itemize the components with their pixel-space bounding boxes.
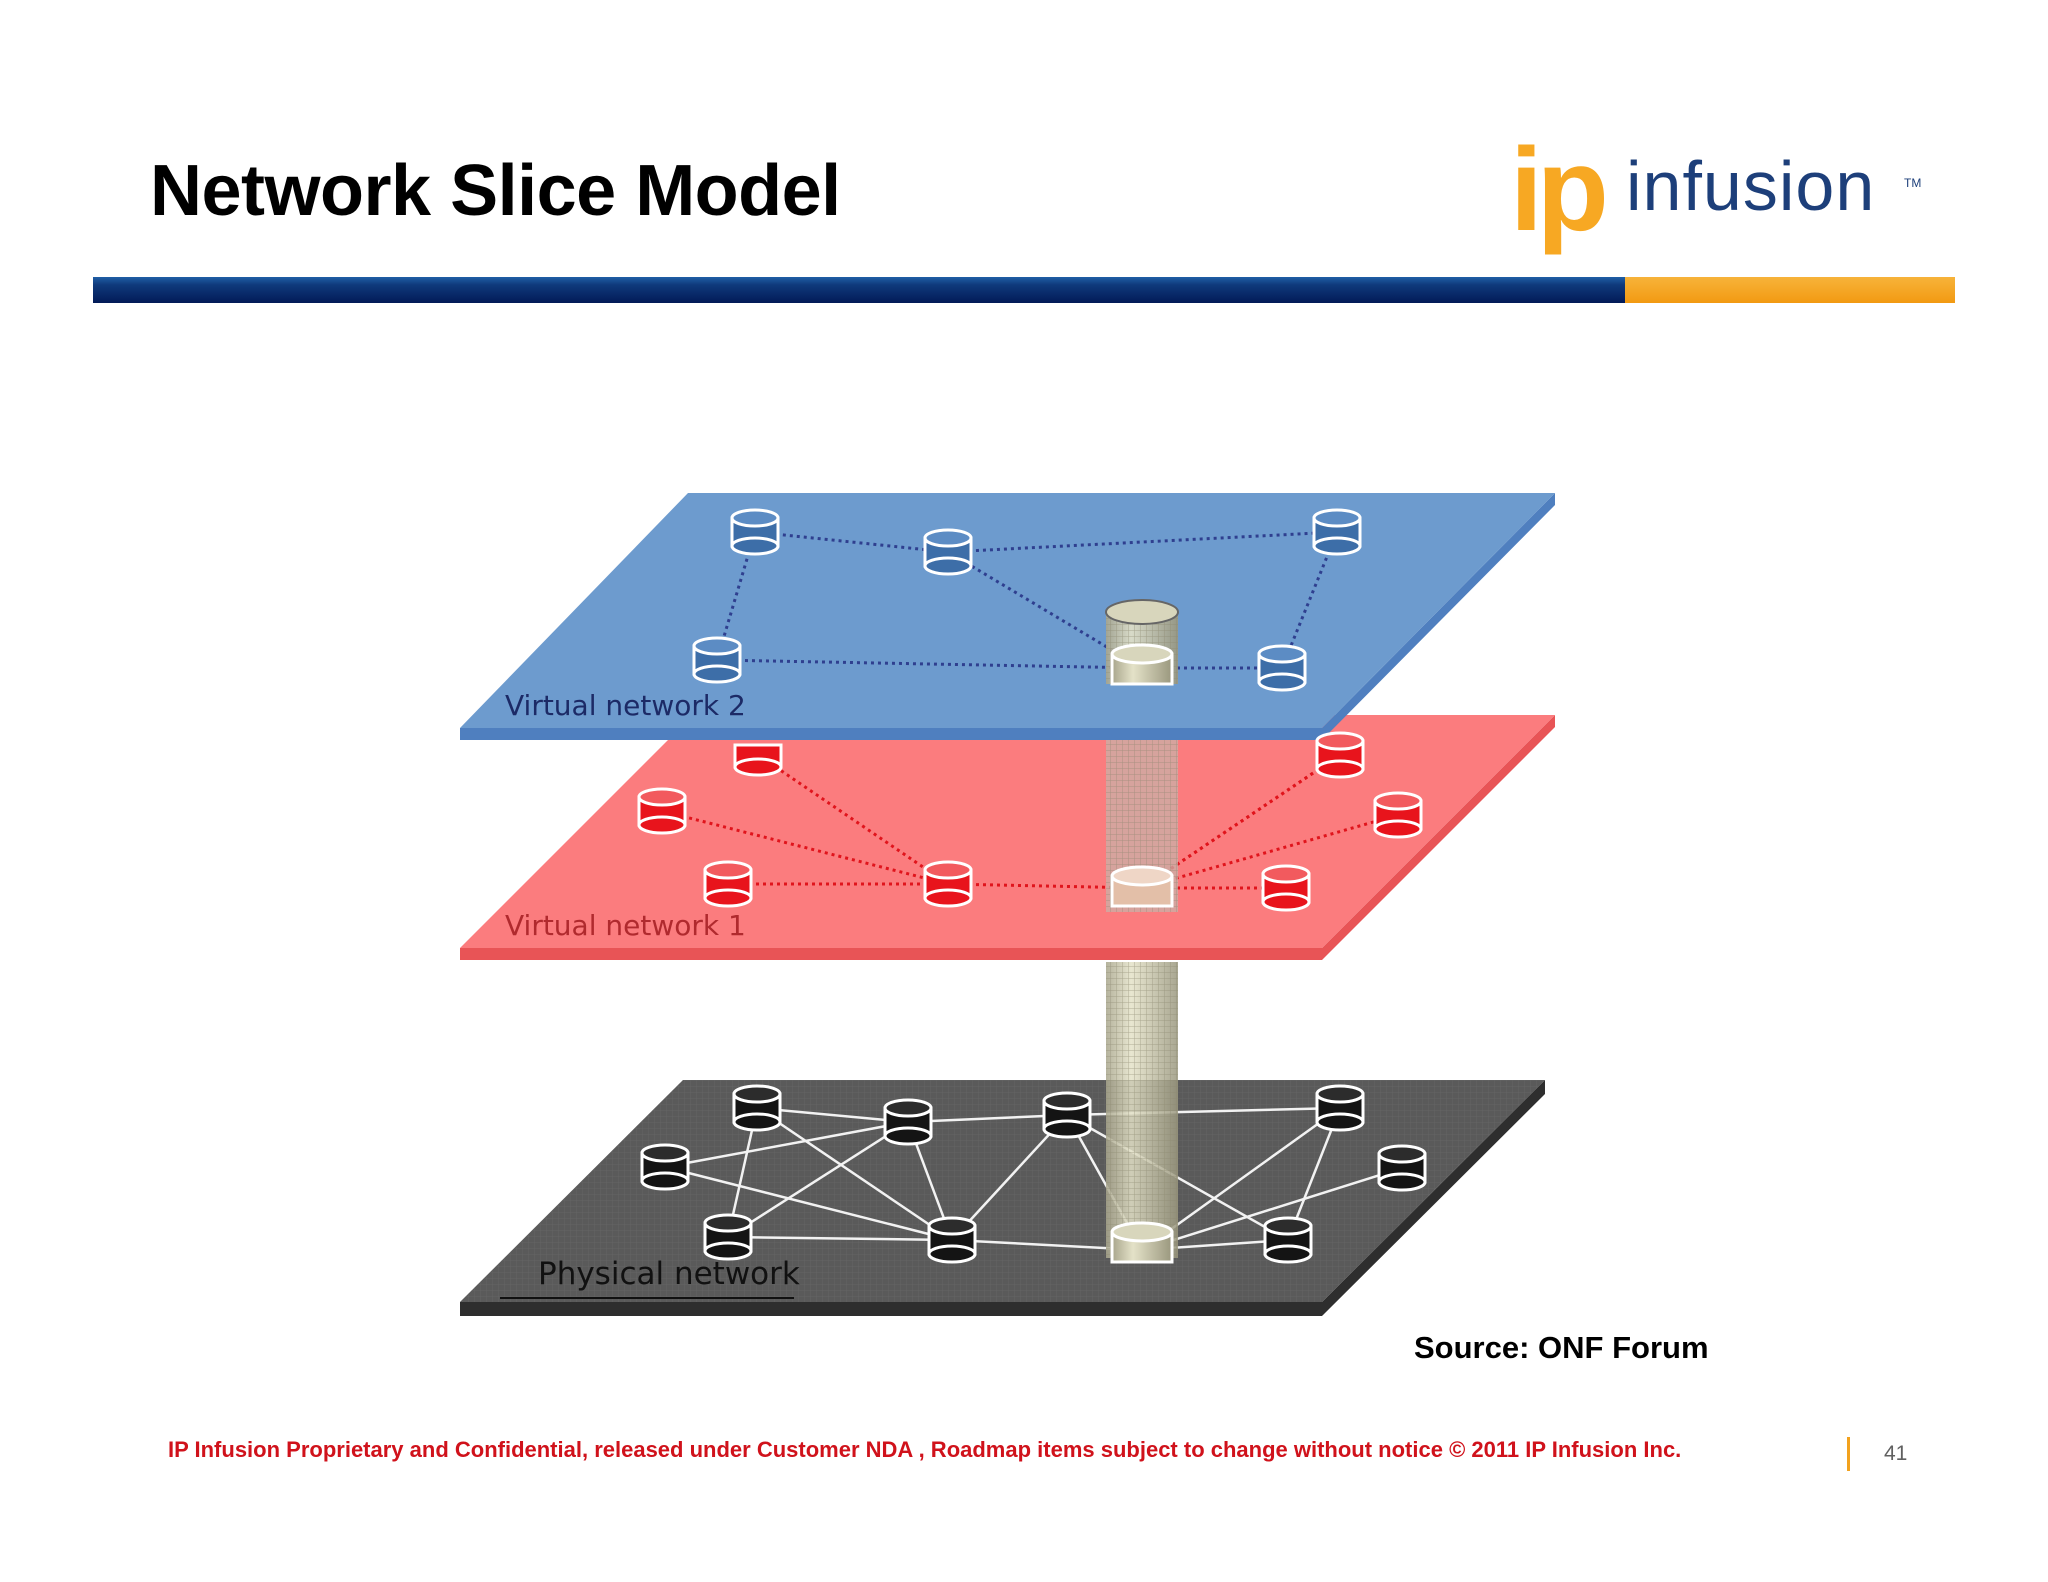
vn1-node <box>637 787 687 835</box>
vn2-node <box>692 636 742 684</box>
logo-trademark: TM <box>1904 176 1922 190</box>
physical-node <box>640 1143 690 1191</box>
vn1-nodes <box>637 731 1423 912</box>
vn1-node <box>1261 864 1311 912</box>
header-bar-accent <box>1625 277 1955 303</box>
vn1-node <box>703 860 753 908</box>
vn2-node <box>1257 644 1307 692</box>
vn1-node <box>923 860 973 908</box>
logo-wordmark: infusion <box>1626 147 1876 225</box>
physical-node <box>703 1213 753 1261</box>
vn1-shared-node <box>1110 865 1174 908</box>
vn2-node <box>730 508 780 556</box>
vn1-node <box>733 743 783 777</box>
vn2-shared-node <box>1110 643 1174 686</box>
physical-node <box>732 1084 782 1132</box>
confidentiality-footer: IP Infusion Proprietary and Confidential… <box>168 1437 1682 1462</box>
source-credit: Source: ONF Forum <box>1414 1330 1709 1365</box>
physical-nodes <box>640 1084 1427 1264</box>
logo-ip-mark: ip <box>1510 124 1609 256</box>
footer-separator <box>1847 1437 1850 1471</box>
physical-node <box>1315 1084 1365 1132</box>
physical-shared-node <box>1110 1221 1174 1264</box>
physical-node <box>1263 1216 1313 1264</box>
page-number: 41 <box>1884 1442 1908 1465</box>
slide-title: Network Slice Model <box>150 151 841 231</box>
company-logo: ip infusion TM <box>1510 124 1930 260</box>
physical-node <box>883 1098 933 1146</box>
vn1-label: Virtual network 1 <box>505 909 746 942</box>
physical-node <box>1377 1144 1427 1192</box>
vn2-node <box>923 528 973 576</box>
physical-node <box>1042 1091 1092 1139</box>
vn1-node <box>1315 731 1365 779</box>
vn2-label: Virtual network 2 <box>505 689 746 722</box>
vn2-nodes <box>692 508 1362 692</box>
virtual-network-2-layer: Virtual network 2 <box>460 493 1555 740</box>
physical-label: Physical network <box>538 1256 800 1292</box>
physical-node <box>927 1216 977 1264</box>
vn1-node <box>1373 791 1423 839</box>
vn2-node <box>1312 508 1362 556</box>
